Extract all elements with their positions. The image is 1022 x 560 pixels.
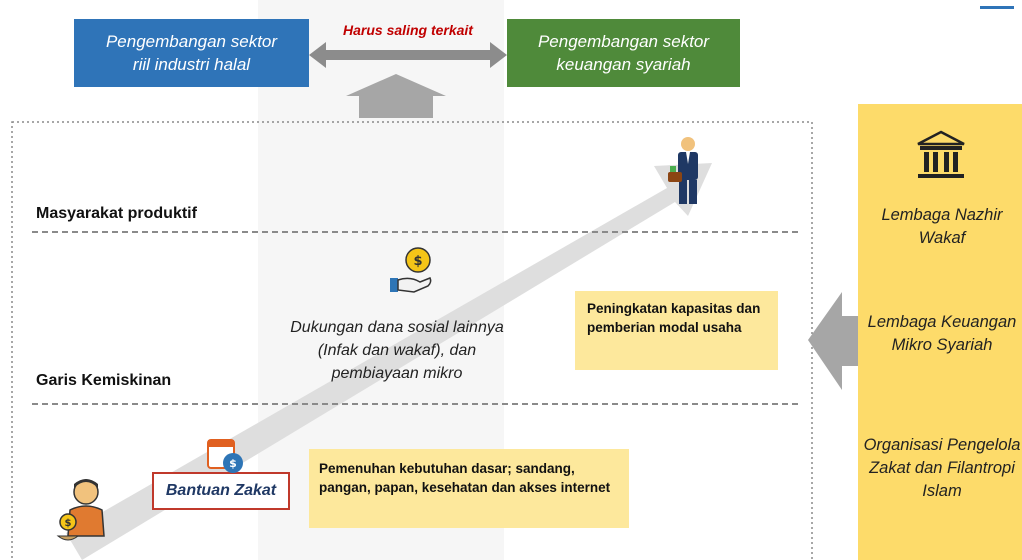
basic-needs-note-text: Pemenuhan kebutuhan dasar; sandang, pang… (319, 461, 611, 495)
up-arrow (346, 74, 446, 118)
side-item-micro-finance: Lembaga Keuangan Mikro Syariah (867, 313, 1017, 354)
middle-support-text: Dukungan dana sosial lainnya (Infak dan … (290, 319, 504, 382)
side-item-zakat-org: Organisasi Pengelola Zakat dan Filantrop… (863, 436, 1021, 500)
zakat-label: Bantuan Zakat (165, 482, 277, 499)
industry-sector-text: Pengembangan sektor riil industri halal (105, 32, 278, 74)
businessman-icon (668, 137, 698, 204)
svg-text:$: $ (65, 518, 72, 529)
left-arrow (808, 292, 858, 390)
bank-icon (917, 130, 965, 178)
poverty-line (32, 403, 798, 405)
link-label: Harus saling terkait (343, 22, 473, 38)
side-panel-bg (858, 104, 1022, 560)
zakat-label-box: Bantuan Zakat (152, 472, 290, 510)
svg-text:$: $ (229, 457, 237, 470)
poverty-line-label: Garis Kemiskinan (36, 372, 172, 389)
svg-text:$: $ (413, 254, 422, 269)
side-item-nazhir-wakaf: Lembaga Nazhir Wakaf (881, 206, 1003, 247)
productive-label: Masyarakat produktif (36, 205, 197, 222)
dotted-frame (11, 121, 813, 560)
basic-needs-note: Pemenuhan kebutuhan dasar; sandang, pang… (309, 449, 629, 528)
finance-sector-box: Pengembangan sektor keuangan syariah (507, 19, 740, 87)
capacity-note: Peningkatan kapasitas dan pemberian moda… (575, 291, 778, 370)
calendar-money-icon: $ (207, 439, 243, 473)
finance-sector-text: Pengembangan sektor keuangan syariah (537, 32, 710, 74)
corner-mark (980, 6, 1014, 9)
productive-line (32, 231, 798, 233)
capacity-note-text: Peningkatan kapasitas dan pemberian moda… (587, 301, 761, 335)
hand-coin-icon: $ (390, 247, 432, 293)
industry-sector-box: Pengembangan sektor riil industri halal (74, 19, 309, 87)
poor-person-icon: $ (56, 479, 105, 541)
link-double-arrow (309, 42, 507, 68)
